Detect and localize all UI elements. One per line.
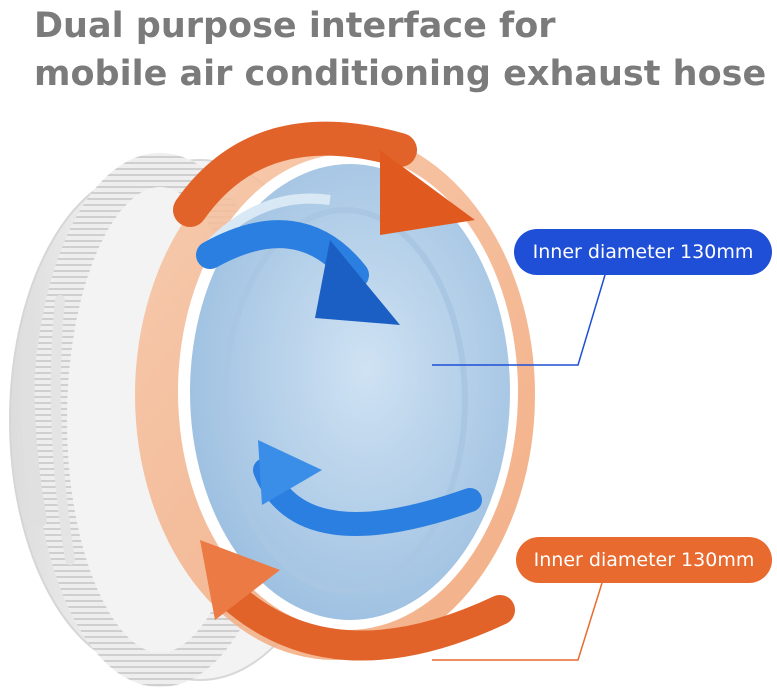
rotate-arrows-blue-icon [196,220,482,536]
inner-diameter-callout-blue: Inner diameter 130mm [514,229,772,275]
leader-lines [432,274,606,661]
headline-line-1: Dual purpose interface for [34,6,556,46]
inner-diameter-callout-orange: Inner diameter 130mm [516,537,772,583]
page-headline: Dual purpose interface for mobile air co… [34,2,766,98]
rotate-arrows-orange-icon [173,121,515,661]
headline-line-2: mobile air conditioning exhaust hose [34,54,767,94]
